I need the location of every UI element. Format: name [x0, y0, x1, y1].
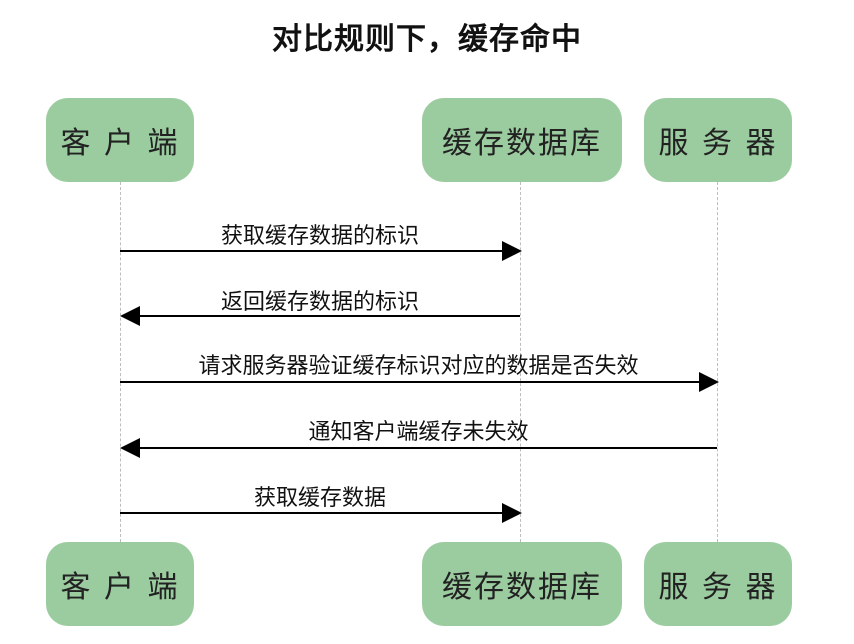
- message-label-1: 获取缓存数据的标识: [220, 224, 419, 249]
- message-label-5: 获取缓存数据: [253, 486, 386, 511]
- lifeline-server: [717, 182, 718, 542]
- participant-client-top: 客 户 端: [46, 98, 194, 182]
- message-arrow-line-2: [138, 315, 520, 317]
- message-label-2: 返回缓存数据的标识: [220, 290, 419, 315]
- lifeline-client: [120, 182, 121, 542]
- participant-client-bottom: 客 户 端: [46, 542, 194, 626]
- arrowhead-left-icon: [120, 306, 140, 326]
- diagram-title: 对比规则下，缓存命中: [272, 22, 582, 57]
- arrowhead-left-icon: [120, 438, 140, 458]
- participant-server-bottom: 服 务 器: [644, 542, 792, 626]
- message-label-3: 请求服务器验证缓存标识对应的数据是否失效: [198, 354, 639, 379]
- message-arrow-line-1: [120, 250, 502, 252]
- arrowhead-right-icon: [502, 241, 522, 261]
- participant-cache-db-top: 缓存数据库: [422, 98, 622, 182]
- message-arrow-line-3: [120, 381, 699, 383]
- message-label-4: 通知客户端缓存未失效: [308, 420, 529, 445]
- arrowhead-right-icon: [699, 372, 719, 392]
- lifeline-cache-db: [520, 182, 521, 542]
- message-arrow-line-4: [138, 447, 717, 449]
- participant-server-top: 服 务 器: [644, 98, 792, 182]
- participant-cache-db-bottom: 缓存数据库: [422, 542, 622, 626]
- message-arrow-line-5: [120, 512, 502, 514]
- arrowhead-right-icon: [502, 503, 522, 523]
